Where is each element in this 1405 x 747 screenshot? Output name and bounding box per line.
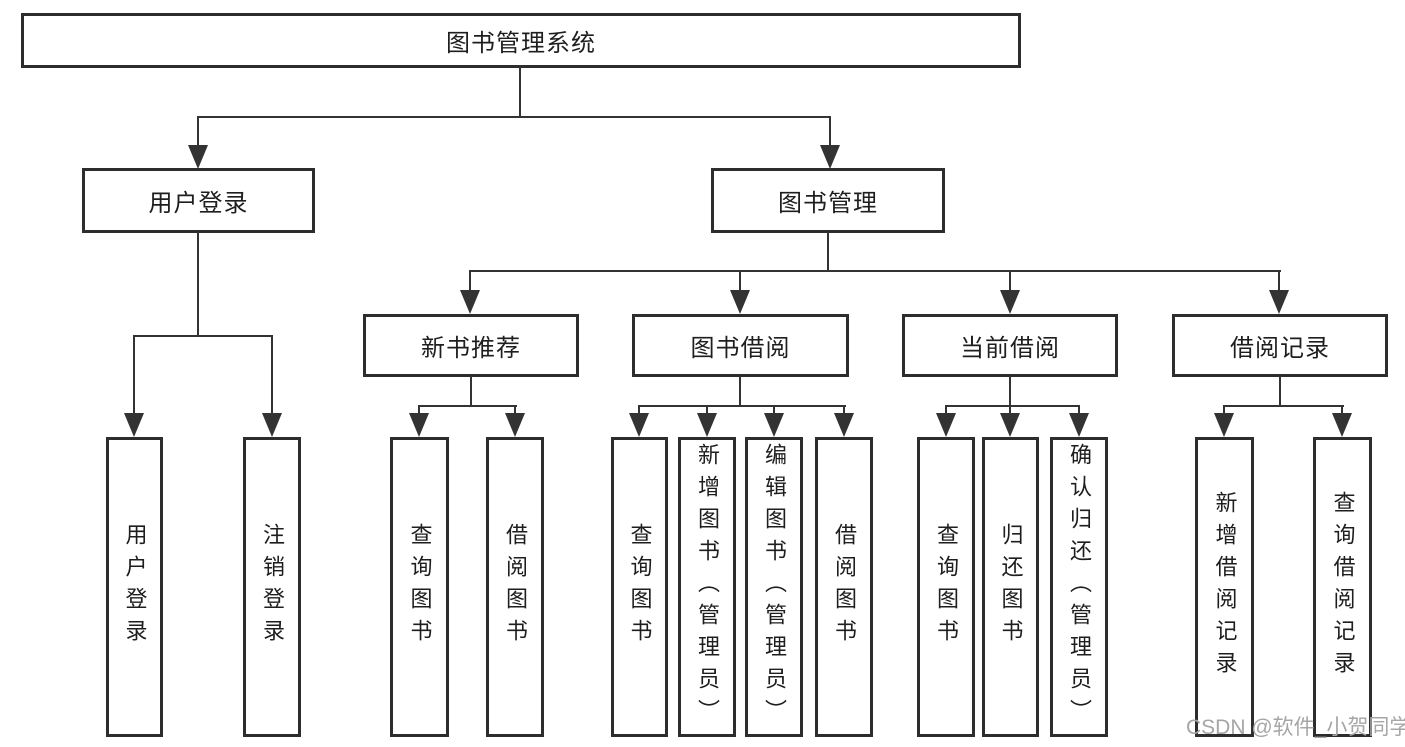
node-new-book-recommendation: 新书推荐 xyxy=(363,314,579,377)
node-leaf-current-query-books: 查询图书 xyxy=(917,437,975,737)
node-label: 用户登录 xyxy=(148,190,249,217)
node-label: 确认归还（管理员） xyxy=(1067,443,1092,731)
node-leaf-record-query: 查询借阅记录 xyxy=(1313,437,1372,737)
node-label: 图书管理 xyxy=(778,190,878,217)
watermark: CSDN @软件_小贺同学 xyxy=(1186,716,1405,739)
node-label: 注销登录 xyxy=(260,523,285,651)
arrow-down-icon xyxy=(834,413,854,437)
connector-line xyxy=(638,405,846,407)
connector-line xyxy=(1223,405,1344,407)
node-root: 图书管理系统 xyxy=(21,13,1021,68)
arrow-down-icon xyxy=(1332,413,1352,437)
arrow-down-icon xyxy=(936,413,956,437)
node-label: 当前借阅 xyxy=(960,335,1060,362)
node-borrowing-records: 借阅记录 xyxy=(1172,314,1388,377)
connector-line xyxy=(1223,405,1225,415)
node-label: 查询图书 xyxy=(407,523,433,651)
node-leaf-borrow-query-books: 查询图书 xyxy=(611,437,668,737)
connector-line xyxy=(418,405,517,407)
arrow-down-icon xyxy=(730,290,750,314)
connector-line xyxy=(470,376,472,407)
connector-line xyxy=(945,405,947,415)
connector-line xyxy=(1341,405,1343,415)
arrow-down-icon xyxy=(1000,413,1020,437)
connector-line xyxy=(1078,405,1080,415)
arrow-down-icon xyxy=(820,145,840,169)
node-label: 用户登录 xyxy=(122,523,148,651)
arrow-down-icon xyxy=(460,290,480,314)
connector-line xyxy=(133,335,135,417)
arrow-down-icon xyxy=(124,413,144,437)
connector-line xyxy=(827,232,829,272)
node-leaf-record-add: 新增借阅记录 xyxy=(1195,437,1254,737)
connector-line xyxy=(1009,405,1011,415)
node-leaf-borrow-edit-books-admin: 编辑图书（管理员） xyxy=(745,437,803,737)
connector-line xyxy=(469,270,471,293)
connector-line xyxy=(706,405,708,415)
connector-line xyxy=(197,232,199,337)
arrow-down-icon xyxy=(505,413,525,437)
node-label: 查询借阅记录 xyxy=(1330,491,1356,683)
connector-line xyxy=(739,270,741,293)
connector-line xyxy=(843,405,845,415)
node-label: 新增图书（管理员） xyxy=(695,443,720,731)
node-label: 新增借阅记录 xyxy=(1212,491,1238,683)
connector-line xyxy=(773,405,775,415)
node-label: 查询图书 xyxy=(627,523,653,651)
node-leaf-user-login: 用户登录 xyxy=(106,437,163,737)
node-label: 图书借阅 xyxy=(690,335,791,362)
node-current-borrowing: 当前借阅 xyxy=(902,314,1118,377)
arrow-down-icon xyxy=(1000,290,1020,314)
connector-line xyxy=(1009,376,1011,407)
connector-line xyxy=(197,116,199,147)
node-book-borrowing: 图书借阅 xyxy=(632,314,849,377)
arrow-down-icon xyxy=(629,413,649,437)
node-leaf-logout: 注销登录 xyxy=(243,437,301,737)
node-label: 新书推荐 xyxy=(421,335,521,362)
node-leaf-recommend-borrow-books: 借阅图书 xyxy=(486,437,544,737)
node-label: 查询图书 xyxy=(934,523,959,651)
connector-line xyxy=(638,405,640,415)
connector-line xyxy=(469,270,1281,272)
connector-line xyxy=(519,67,521,118)
connector-line xyxy=(945,405,1080,407)
node-leaf-current-return-books: 归还图书 xyxy=(982,437,1039,737)
node-leaf-borrow-add-books-admin: 新增图书（管理员） xyxy=(678,437,736,737)
node-user-login: 用户登录 xyxy=(82,168,315,233)
arrow-down-icon xyxy=(262,413,282,437)
connector-line xyxy=(418,405,420,415)
arrow-down-icon xyxy=(697,413,717,437)
node-label: 图书管理系统 xyxy=(446,30,596,57)
node-label: 借阅记录 xyxy=(1230,335,1330,362)
connector-line xyxy=(1009,270,1011,293)
arrow-down-icon xyxy=(1269,290,1289,314)
node-book-management: 图书管理 xyxy=(711,168,945,233)
arrow-down-icon xyxy=(1214,413,1234,437)
connector-line xyxy=(514,405,516,415)
node-label: 借阅图书 xyxy=(832,523,857,651)
connector-line xyxy=(829,116,831,147)
node-label: 借阅图书 xyxy=(503,523,528,651)
connector-line xyxy=(739,376,741,407)
node-leaf-recommend-query-books: 查询图书 xyxy=(390,437,449,737)
arrow-down-icon xyxy=(1069,413,1089,437)
node-leaf-current-confirm-return-admin: 确认归还（管理员） xyxy=(1050,437,1108,737)
arrow-down-icon xyxy=(764,413,784,437)
connector-line xyxy=(271,335,273,417)
node-label: 归还图书 xyxy=(998,523,1024,651)
connector-line xyxy=(1279,376,1281,407)
arrow-down-icon xyxy=(188,145,208,169)
node-leaf-borrow-borrow-books: 借阅图书 xyxy=(815,437,873,737)
arrow-down-icon xyxy=(409,413,429,437)
connector-line xyxy=(133,335,273,337)
connector-line xyxy=(1278,270,1280,293)
connector-line xyxy=(197,116,831,118)
node-label: 编辑图书（管理员） xyxy=(762,443,787,731)
